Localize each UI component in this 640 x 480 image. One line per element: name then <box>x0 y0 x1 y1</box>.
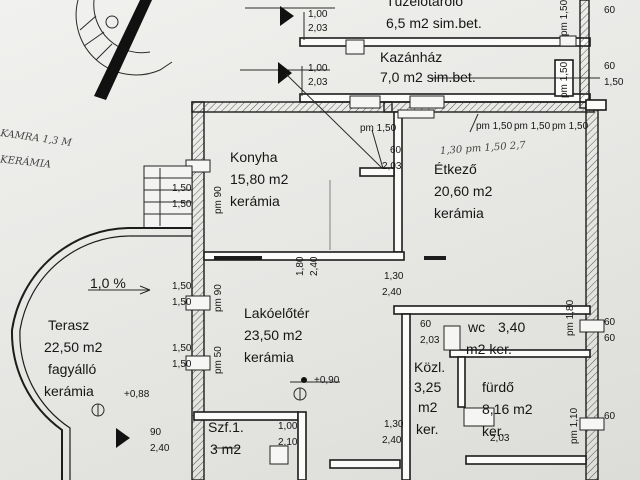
dim-plus090: +0,90 <box>314 375 340 386</box>
dim-door-kazan-w: 1,00 <box>308 63 328 74</box>
dim-door-kazan-h: 2,03 <box>308 77 328 88</box>
dim-60: 60 <box>390 145 402 156</box>
dim-terr-150-b: 1,50 <box>172 297 192 308</box>
dim-90: 90 <box>150 427 162 438</box>
room-szf-name: Szf.1. <box>208 419 244 435</box>
dim-right-150: 1,50 <box>604 77 624 88</box>
room-kozl-floor: ker. <box>416 421 439 437</box>
room-kazanhaz-name: Kazánház <box>380 49 443 65</box>
room-terasz-name: Terasz <box>48 317 90 333</box>
dim-pm150-top2: pm 1,50 <box>559 61 570 98</box>
dim-100: 1,00 <box>278 421 298 432</box>
room-lakoelter-floor: kerámia <box>244 349 294 365</box>
dim-130-b: 1,30 <box>384 419 404 430</box>
room-etkezo-floor: kerámia <box>434 205 484 221</box>
room-etkezo-name: Étkező <box>434 161 477 177</box>
room-tuzelotarolo-area: 6,5 m2 sim.bet. <box>386 15 482 31</box>
dim-plus088: +0,88 <box>124 389 150 400</box>
room-furdo-area: 8,16 m2 <box>482 401 533 417</box>
slope-label: 1,0 % <box>90 275 126 291</box>
dim-203: 2,03 <box>382 161 402 172</box>
door-swing-line <box>285 73 385 171</box>
dim-terr-150-c: 1,50 <box>172 343 192 354</box>
room-furdo-name: fürdő <box>482 379 514 395</box>
dim-pm90-living: pm 90 <box>213 284 224 312</box>
dim-240-a: 2,40 <box>382 287 402 298</box>
dim-pm180: pm 1,80 <box>565 299 576 336</box>
dim-240-b: 2,40 <box>150 443 170 454</box>
room-konyha-name: Konyha <box>230 149 278 165</box>
room-kozl-area: 3,25 <box>414 379 442 395</box>
room-terasz-floor1: fagyálló <box>48 361 97 377</box>
room-terasz-area: 22,50 m2 <box>44 339 103 355</box>
room-wc-area: 3,40 <box>498 319 526 335</box>
room-etkezo-area: 20,60 m2 <box>434 183 493 199</box>
dim-pm110: pm 1,10 <box>569 407 580 444</box>
dim-pm150-top: pm 1,50 <box>559 0 570 36</box>
house-walls <box>191 99 607 480</box>
room-kozl-unit: m2 <box>418 399 438 415</box>
door-arrow-kazan <box>278 62 292 84</box>
room-terasz-floor2: kerámia <box>44 383 94 399</box>
dim-door-top-h: 2,03 <box>308 23 328 34</box>
dim-right-60-a: 60 <box>604 5 616 16</box>
dim-203-b: 2,03 <box>490 433 510 444</box>
room-kazanhaz-area: 7,0 m2 sim.bet. <box>380 69 476 85</box>
room-lakoelter-area: 23,50 m2 <box>244 327 303 343</box>
room-lakoelter-name: Lakóelőtér <box>244 305 310 321</box>
door-arrow-top <box>280 6 294 26</box>
dim-240: 2,40 <box>309 256 320 276</box>
room-konyha-floor: kerámia <box>230 193 280 209</box>
dim-terr-150-a: 1,50 <box>172 281 192 292</box>
dim-pm90-kitchen: pm 90 <box>213 186 224 214</box>
dim-pm150-a: pm 1,50 <box>360 123 397 134</box>
dim-stair-150-a: 1,50 <box>172 183 192 194</box>
dim-pm50: pm 50 <box>213 346 224 374</box>
door-arrow-bottom <box>116 428 130 448</box>
terrace-outline <box>10 227 192 480</box>
room-wc-area2: m2 ker. <box>466 341 512 357</box>
dim-pm150-b: pm 1,50 <box>476 121 513 132</box>
dim-right-60-d: 60 <box>604 333 616 344</box>
dim-130-a: 1,30 <box>384 271 404 282</box>
room-wc-name: wc <box>468 319 486 335</box>
windows <box>185 109 605 465</box>
room-szf-area: 3 m2 <box>210 441 242 457</box>
dim-180: 1,80 <box>295 256 306 276</box>
level-markers <box>91 377 307 417</box>
room-kozl-name: Közl. <box>414 359 446 375</box>
door-leaves <box>345 35 577 427</box>
dim-240-c: 2,40 <box>382 435 402 446</box>
room-konyha-area: 15,80 m2 <box>230 171 289 187</box>
dim-right-60-c: 60 <box>604 317 616 328</box>
dim-right-60-b: 60 <box>604 61 616 72</box>
spiral-stair <box>75 0 173 100</box>
dim-wc-203: 2,03 <box>420 335 440 346</box>
dim-stair-150-b: 1,50 <box>172 199 192 210</box>
dim-pm150-d: pm 1,50 <box>552 121 589 132</box>
dim-wc-60: 60 <box>420 319 432 330</box>
dim-door-top-w: 1,00 <box>308 9 328 20</box>
dimension-lines <box>214 12 446 449</box>
room-furdo-floor: ker. <box>482 423 505 439</box>
dim-210: 2,10 <box>278 437 298 448</box>
entry-stairs <box>143 165 193 229</box>
dim-pm150-c: pm 1,50 <box>514 121 551 132</box>
dim-terr-150-d: 1,50 <box>172 359 192 370</box>
dim-right-60-e: 60 <box>604 411 616 422</box>
room-tuzelotarolo-name: Tüzelőtároló <box>386 0 464 9</box>
